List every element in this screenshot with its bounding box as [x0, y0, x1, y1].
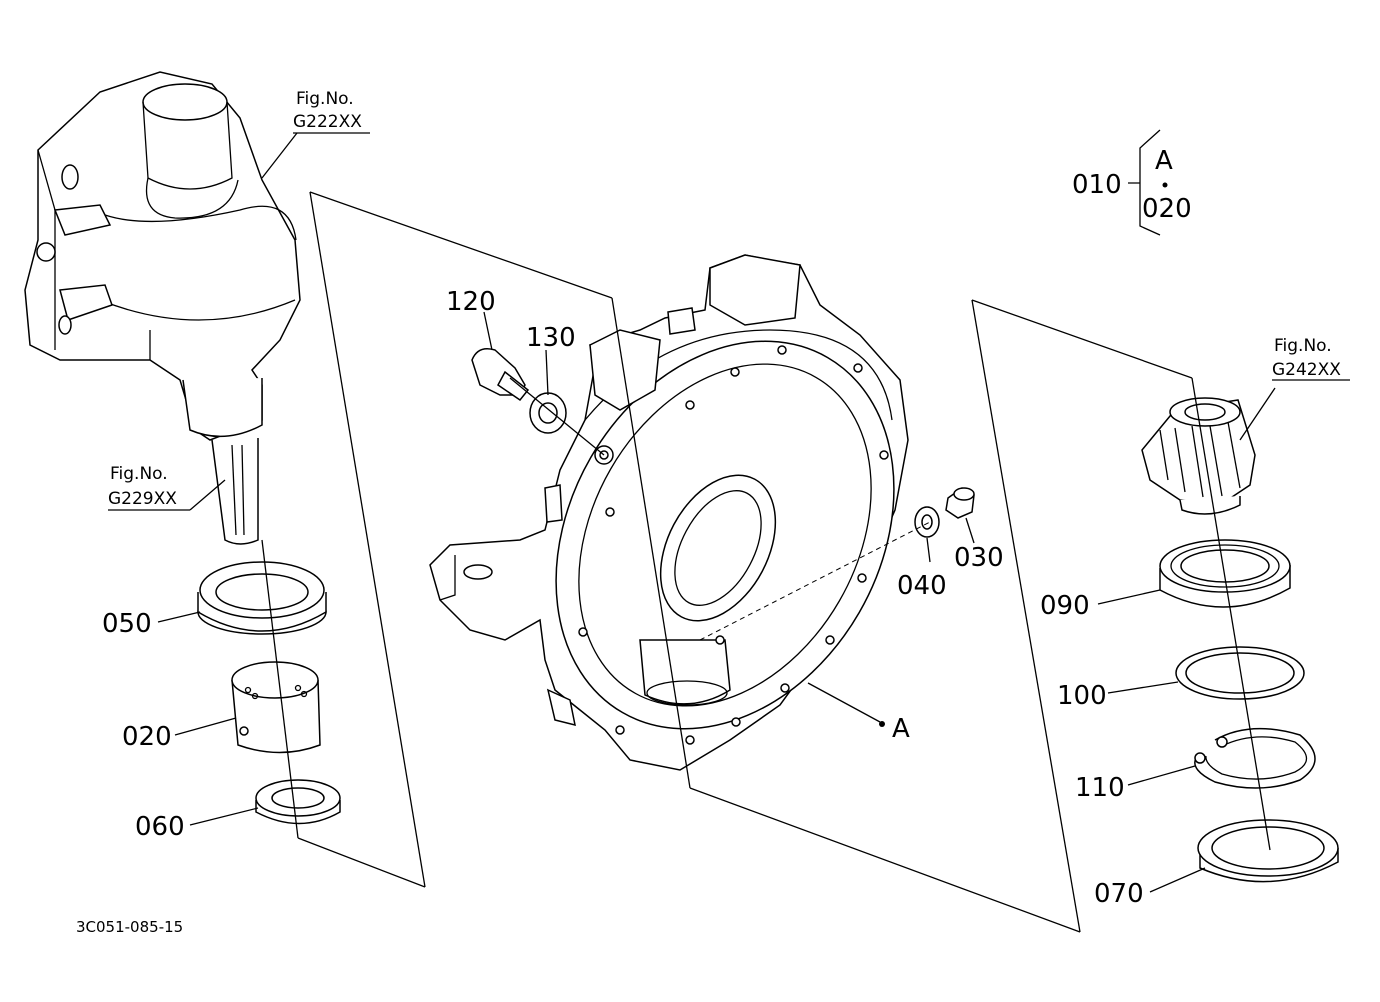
part-040-washer: [914, 506, 940, 538]
fig-ref-g242-label: Fig.No.: [1274, 336, 1332, 356]
callout-040: 040: [897, 571, 947, 601]
assembly-frame-right: [689, 299, 1193, 933]
callout-020: 020: [122, 722, 172, 752]
assembly-frame-left: [297, 191, 613, 888]
part-100-shim: [1175, 646, 1305, 700]
callout-070: 070: [1094, 879, 1144, 909]
part-020-bushing: [231, 661, 321, 754]
steering-knuckle-upper: [24, 71, 301, 545]
callout-100: 100: [1057, 681, 1107, 711]
part-120-plug: [471, 348, 530, 402]
callout-130: 130: [526, 323, 576, 353]
callout-020-ref: 020: [1142, 194, 1192, 224]
bevel-gear: [1141, 397, 1256, 515]
callout-030: 030: [954, 543, 1004, 573]
part-060-thrust-bearing: [255, 779, 341, 825]
fig-ref-g242-code: G242XX: [1272, 360, 1341, 380]
assembly-axes: [261, 297, 1271, 851]
part-050-ring: [197, 561, 327, 635]
callout-010: 010: [1072, 170, 1122, 200]
fig-ref-g229-label: Fig.No.: [110, 464, 168, 484]
axle-case-housing: [429, 254, 909, 771]
callout-060: 060: [135, 812, 185, 842]
fig-ref-g222-code: G222XX: [293, 112, 362, 132]
callout-090: 090: [1040, 591, 1090, 621]
callout-A: A: [892, 714, 910, 744]
bracket-note-010: [1128, 129, 1168, 236]
part-130-washer: [529, 392, 567, 434]
callout-110: 110: [1075, 773, 1125, 803]
callout-120: 120: [446, 287, 496, 317]
fig-ref-g229-code: G229XX: [108, 489, 177, 509]
leader-lines: [108, 132, 1350, 893]
part-070-seal: [1197, 819, 1339, 883]
diagram-code: 3C051-085-15: [76, 918, 183, 936]
fig-ref-g222-label: Fig.No.: [296, 89, 354, 109]
part-090-bearing: [1159, 539, 1291, 608]
callout-050: 050: [102, 609, 152, 639]
callout-A-top: A: [1155, 146, 1173, 176]
part-030-plug: [945, 487, 975, 519]
